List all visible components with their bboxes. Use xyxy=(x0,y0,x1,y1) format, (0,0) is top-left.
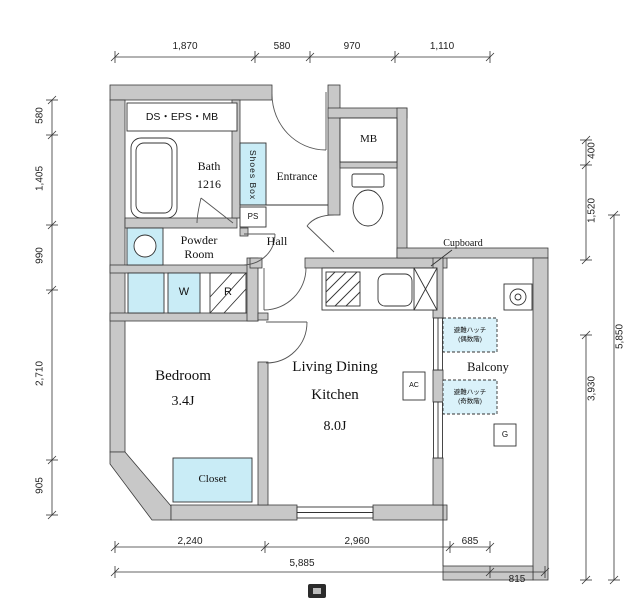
ps-box xyxy=(239,206,267,228)
fridge-box xyxy=(209,272,247,314)
bedroom-door-arc xyxy=(265,321,308,364)
dim-bottom-685: 685 xyxy=(461,536,479,547)
ds-eps-mb-box xyxy=(126,102,238,132)
hatch-odd-line1: 避難ハッチ xyxy=(453,388,487,396)
powder-door-arc xyxy=(243,233,276,266)
fridge-label: R xyxy=(224,286,232,299)
dim-top-2: 580 xyxy=(273,41,291,52)
bathtub-icon xyxy=(130,137,178,219)
hall-door-arc xyxy=(263,267,307,311)
mb-box xyxy=(339,117,398,163)
hatch-even-label: 避難ハッチ (偶数階) xyxy=(443,318,497,352)
hall-label: Hall xyxy=(266,233,288,248)
dim-bottom-815: 815 xyxy=(508,574,526,585)
bath-label: Bath xyxy=(197,158,221,173)
walls-layer xyxy=(109,84,549,581)
ldk-label-line1: Living Dining xyxy=(292,359,378,375)
dim-bottom-5885: 5,885 xyxy=(289,558,315,569)
mb-label: MB xyxy=(359,133,378,146)
sink-icon xyxy=(377,273,413,307)
ps-label: PS xyxy=(247,212,259,222)
hatch-even-line2: (偶数階) xyxy=(458,336,482,343)
ac-box xyxy=(402,371,426,401)
dim-left-3: 990 xyxy=(34,247,46,264)
bath-size-label: 1216 xyxy=(197,176,221,191)
toilet-icon xyxy=(351,173,385,227)
hatch-odd-box xyxy=(442,379,498,415)
closet-label: Closet xyxy=(198,473,227,486)
kitchen-counter xyxy=(321,267,438,311)
window-glyphs xyxy=(296,317,444,566)
dim-left-5: 905 xyxy=(34,477,46,494)
cupboard-label: Cupboard xyxy=(443,238,483,249)
bath-door-arc xyxy=(196,197,234,224)
door-arcs xyxy=(196,92,335,364)
dim-right-5850: 5,850 xyxy=(614,323,626,350)
fixtures-layer xyxy=(126,102,533,503)
dimension-lines xyxy=(46,51,620,585)
bedroom-label: Bedroom xyxy=(155,368,211,384)
cupboard-box xyxy=(413,267,438,311)
dim-left-4: 2,710 xyxy=(34,360,46,387)
dim-bottom-2960: 2,960 xyxy=(344,536,370,547)
dim-left-1: 580 xyxy=(34,107,46,124)
washbasin-icon xyxy=(126,227,164,266)
ldk-label-line2: Kitchen xyxy=(311,387,359,403)
gas-box xyxy=(493,423,517,447)
closet-box xyxy=(172,457,253,503)
balcony-label: Balcony xyxy=(467,360,509,374)
powder-room-label: Powder Room xyxy=(180,232,218,261)
dim-top-4: 1,110 xyxy=(429,41,455,52)
dim-right-3930: 3,930 xyxy=(586,375,598,402)
linen-box xyxy=(127,272,165,314)
shoes-box-label: Shoes Box xyxy=(248,149,259,201)
hatch-odd-label: 避難ハッチ (奇数階) xyxy=(443,380,497,414)
stove-icon xyxy=(325,271,361,307)
dim-left-2: 1,405 xyxy=(34,165,46,192)
bedroom-size-label: 3.4J xyxy=(171,393,195,409)
ldk-size-label: 8.0J xyxy=(323,418,347,434)
watermark-icon xyxy=(308,584,326,598)
drain-icon xyxy=(503,283,533,311)
cupboard-leader-line xyxy=(430,249,453,267)
washer-box xyxy=(167,272,201,314)
entrance-label: Entrance xyxy=(276,171,318,184)
hatch-even-box xyxy=(442,317,498,353)
dim-top-1: 1,870 xyxy=(172,41,198,52)
hatch-odd-line2: (奇数階) xyxy=(458,398,482,405)
shoes-box xyxy=(239,142,267,206)
washer-label: W xyxy=(178,286,190,299)
entrance-door-arc xyxy=(271,92,327,151)
toilet-door-arc xyxy=(306,214,335,253)
hatch-even-line1: 避難ハッチ xyxy=(453,326,487,334)
ds-eps-mb-label: DS・EPS・MB xyxy=(145,110,219,123)
ac-label: AC xyxy=(409,381,419,389)
dim-top-3: 970 xyxy=(343,41,361,52)
dim-bottom-2240: 2,240 xyxy=(177,536,203,547)
gas-label: G xyxy=(501,430,509,440)
dim-right-1520: 1,520 xyxy=(586,197,598,224)
